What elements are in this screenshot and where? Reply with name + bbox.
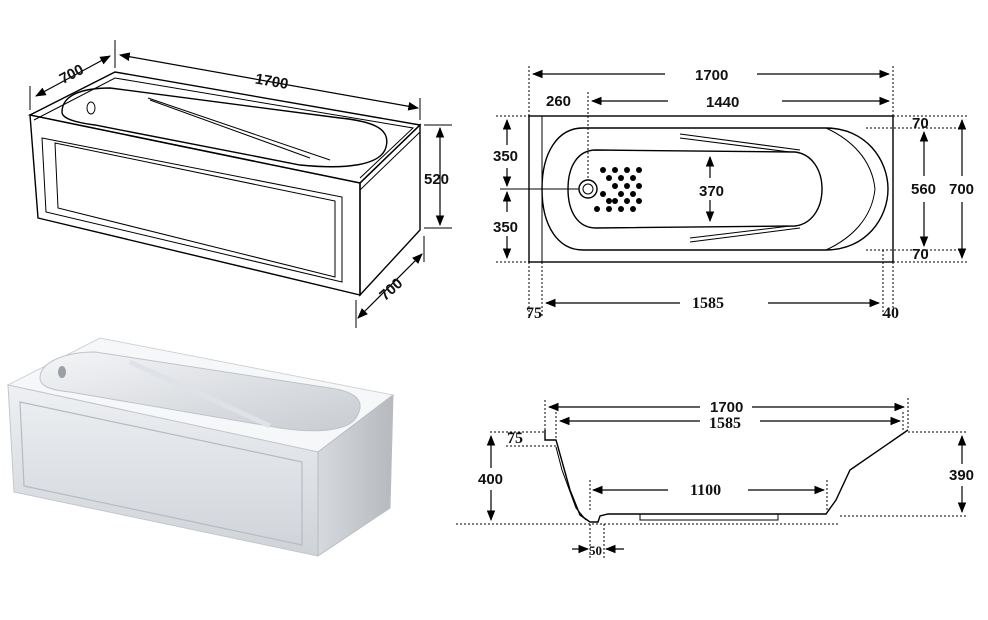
section-profile	[544, 429, 909, 523]
overflow-icon	[86, 101, 96, 115]
side-panel	[359, 123, 421, 297]
half-width-bottom-label: 350	[493, 219, 518, 236]
drain-icon	[578, 179, 598, 199]
bottom-length-label: 1585	[692, 295, 724, 312]
half-width-top-label: 350	[493, 148, 518, 165]
drain-width-label: 50	[589, 543, 602, 558]
rim-top-label: 70	[912, 115, 929, 132]
iso-width-side-label: 700	[376, 275, 406, 304]
overall-width-label: 700	[949, 181, 974, 198]
render-side-panel	[317, 393, 394, 557]
inner-width-label: 560	[911, 181, 936, 198]
left-rim-label: 75	[526, 305, 542, 322]
top-length-label: 1700	[695, 67, 728, 84]
rim-bottom-label: 70	[912, 246, 929, 263]
massage-dots	[594, 167, 642, 212]
iso-length-label: 1700	[254, 71, 290, 94]
iso-line-view: 700 1700 520 700	[27, 40, 452, 328]
top-view: 1700 260 1440 350 350 370 70 560 70 700 …	[493, 66, 974, 322]
right-rim-label: 40	[883, 305, 899, 322]
drain-offset-label: 260	[546, 93, 571, 110]
iso-width-top-label: 700	[57, 61, 87, 88]
section-view: 1700 1585 75 400 390 1100 50	[456, 398, 974, 560]
front-panel	[29, 114, 361, 296]
section-length-label: 1700	[710, 399, 743, 416]
depth-left-label: 400	[478, 471, 503, 488]
section-inner-length-label: 1585	[709, 415, 741, 432]
section-rim-label: 75	[507, 430, 523, 447]
iso-height-label: 520	[424, 171, 449, 188]
inner-length-label: 1440	[706, 94, 739, 111]
product-render	[6, 337, 395, 557]
depth-right-label: 390	[949, 467, 974, 484]
floor-length-label: 1100	[690, 482, 721, 499]
headrest-width-label: 370	[699, 183, 724, 200]
